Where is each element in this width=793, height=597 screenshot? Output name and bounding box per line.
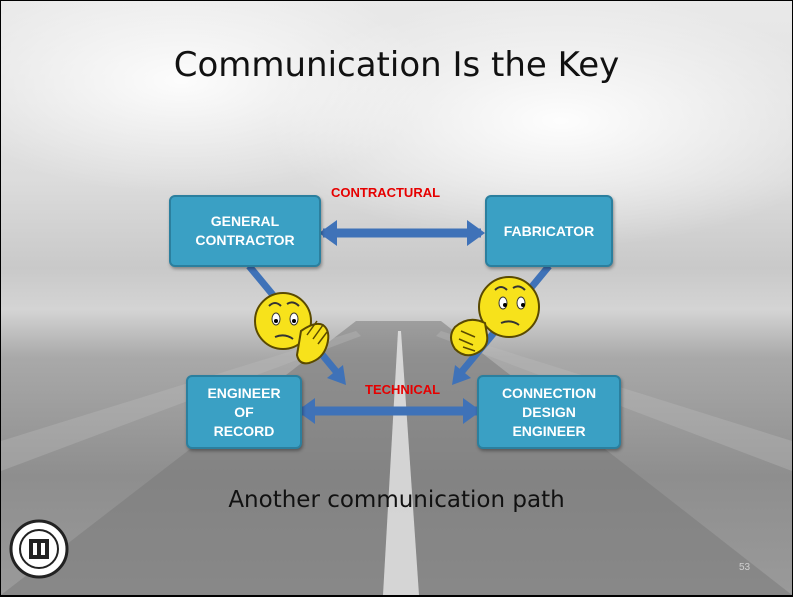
general-contractor-box: GENERAL CONTRACTOR bbox=[169, 195, 321, 267]
fabricator-label: FABRICATOR bbox=[503, 222, 595, 239]
fabricator-box: FABRICATOR bbox=[485, 195, 613, 267]
subtitle: Another communication path bbox=[228, 487, 565, 513]
technical-label: TECHNICAL bbox=[365, 382, 441, 397]
thinking-face-icon bbox=[450, 276, 540, 357]
contractual-arrow bbox=[319, 220, 485, 246]
page-number: 53 bbox=[739, 562, 751, 573]
slide-title: Communication Is the Key bbox=[173, 45, 620, 85]
engineer-of-record-label: ENGINEER OF RECORD bbox=[207, 384, 281, 439]
aisc-seal-icon bbox=[9, 519, 69, 579]
connection-design-engineer-box: CONNECTION DESIGN ENGINEER bbox=[477, 375, 621, 449]
engineer-of-record-box: ENGINEER OF RECORD bbox=[186, 375, 302, 449]
thinking-face-icon bbox=[254, 292, 330, 365]
general-contractor-label: GENERAL CONTRACTOR bbox=[195, 213, 295, 248]
connection-design-engineer-label: CONNECTION DESIGN ENGINEER bbox=[501, 384, 597, 439]
technical-arrow bbox=[297, 398, 481, 424]
contractual-label: CONTRACTURAL bbox=[331, 185, 441, 200]
